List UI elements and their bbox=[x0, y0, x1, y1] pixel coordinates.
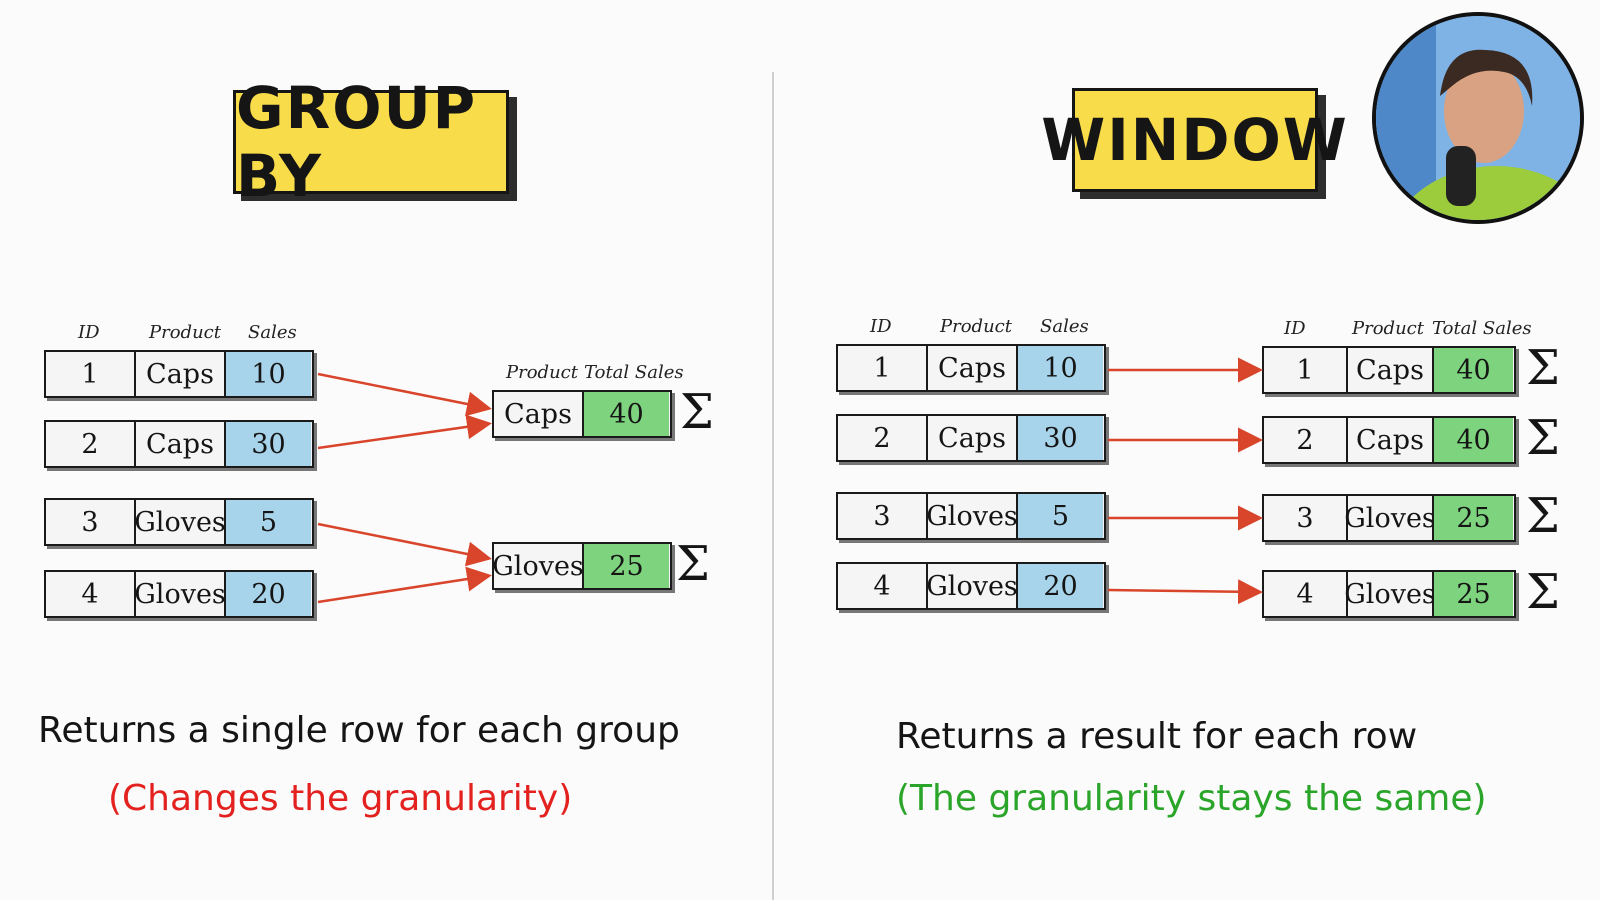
product-cell: Caps bbox=[136, 422, 226, 466]
center-divider bbox=[772, 72, 774, 900]
sales-cell: 10 bbox=[1018, 346, 1103, 390]
total-cell: 40 bbox=[1434, 418, 1513, 462]
total-cell: 25 bbox=[584, 544, 669, 588]
right-header-product: Product bbox=[940, 316, 1012, 337]
arrow bbox=[317, 522, 492, 567]
product-cell: Gloves bbox=[1344, 496, 1436, 540]
right-result-row: 2 Caps 40 bbox=[1262, 416, 1516, 464]
right-result-row: 1 Caps 40 bbox=[1262, 346, 1516, 394]
right-result-header-total: Total Sales bbox=[1432, 318, 1532, 339]
left-table-row: 3 Gloves 5 bbox=[44, 498, 314, 546]
product-cell: Caps bbox=[928, 416, 1018, 460]
id-cell: 2 bbox=[1264, 418, 1348, 462]
total-cell: 25 bbox=[1434, 572, 1513, 616]
right-table-row: 2 Caps 30 bbox=[836, 414, 1106, 462]
left-table-row: 4 Gloves 20 bbox=[44, 570, 314, 618]
left-table-row: 1 Caps 10 bbox=[44, 350, 314, 398]
window-title: WINDOW bbox=[1041, 88, 1347, 192]
product-cell: Gloves bbox=[1344, 572, 1436, 616]
total-cell: 40 bbox=[1434, 348, 1513, 392]
sales-cell: 20 bbox=[1018, 564, 1103, 608]
right-subcaption: (The granularity stays the same) bbox=[896, 778, 1487, 819]
id-cell: 2 bbox=[838, 416, 928, 460]
left-result-row: Gloves 25 bbox=[492, 542, 672, 590]
sigma-icon: Σ bbox=[1526, 488, 1560, 544]
left-result-row: Caps 40 bbox=[492, 390, 672, 438]
id-cell: 3 bbox=[46, 500, 136, 544]
left-header-product: Product bbox=[149, 322, 221, 343]
sales-cell: 30 bbox=[1018, 416, 1103, 460]
left-table-row: 2 Caps 30 bbox=[44, 420, 314, 468]
arrow bbox=[1107, 579, 1263, 605]
left-result-header-total: Total Sales bbox=[584, 362, 684, 383]
right-result-header-product: Product bbox=[1352, 318, 1424, 339]
id-cell: 3 bbox=[838, 494, 928, 538]
sales-cell: 10 bbox=[226, 352, 311, 396]
product-cell: Gloves bbox=[926, 564, 1018, 608]
left-header-sales: Sales bbox=[248, 322, 297, 343]
group-by-title: GROUP BY bbox=[233, 74, 509, 210]
product-cell: Caps bbox=[1348, 418, 1434, 462]
presenter-illustration bbox=[1376, 16, 1580, 220]
sigma-icon: Σ bbox=[1526, 340, 1560, 396]
product-cell: Caps bbox=[1348, 348, 1434, 392]
product-cell: Caps bbox=[494, 392, 584, 436]
right-header-sales: Sales bbox=[1040, 316, 1089, 337]
right-table-row: 3 Gloves 5 bbox=[836, 492, 1106, 540]
left-header-id: ID bbox=[78, 322, 100, 343]
product-cell: Gloves bbox=[134, 500, 226, 544]
id-cell: 1 bbox=[46, 352, 136, 396]
total-cell: 25 bbox=[1434, 496, 1513, 540]
sales-cell: 5 bbox=[226, 500, 311, 544]
sales-cell: 20 bbox=[226, 572, 311, 616]
right-result-row: 3 Gloves 25 bbox=[1262, 494, 1516, 542]
sigma-icon: Σ bbox=[1526, 410, 1560, 466]
sales-cell: 30 bbox=[226, 422, 311, 466]
right-result-header-id: ID bbox=[1284, 318, 1306, 339]
right-header-id: ID bbox=[870, 316, 892, 337]
right-caption: Returns a result for each row bbox=[896, 716, 1418, 757]
presenter-avatar bbox=[1372, 12, 1584, 224]
arrow bbox=[317, 566, 492, 604]
id-cell: 4 bbox=[46, 572, 136, 616]
product-cell: Gloves bbox=[492, 544, 584, 588]
sigma-icon: Σ bbox=[676, 536, 710, 592]
sales-cell: 5 bbox=[1018, 494, 1103, 538]
id-cell: 4 bbox=[838, 564, 928, 608]
id-cell: 1 bbox=[1264, 348, 1348, 392]
id-cell: 2 bbox=[46, 422, 136, 466]
left-subcaption: (Changes the granularity) bbox=[108, 778, 573, 819]
id-cell: 1 bbox=[838, 346, 928, 390]
arrow bbox=[317, 372, 492, 417]
right-table-row: 4 Gloves 20 bbox=[836, 562, 1106, 610]
right-table-row: 1 Caps 10 bbox=[836, 344, 1106, 392]
right-result-row: 4 Gloves 25 bbox=[1262, 570, 1516, 618]
left-caption: Returns a single row for each group bbox=[38, 710, 680, 751]
left-result-header-product: Product bbox=[506, 362, 578, 383]
id-cell: 3 bbox=[1264, 496, 1348, 540]
product-cell: Caps bbox=[136, 352, 226, 396]
sigma-icon: Σ bbox=[680, 384, 714, 440]
product-cell: Caps bbox=[928, 346, 1018, 390]
id-cell: 4 bbox=[1264, 572, 1348, 616]
sigma-icon: Σ bbox=[1526, 564, 1560, 620]
product-cell: Gloves bbox=[926, 494, 1018, 538]
total-cell: 40 bbox=[584, 392, 669, 436]
product-cell: Gloves bbox=[134, 572, 226, 616]
arrow bbox=[317, 414, 492, 450]
